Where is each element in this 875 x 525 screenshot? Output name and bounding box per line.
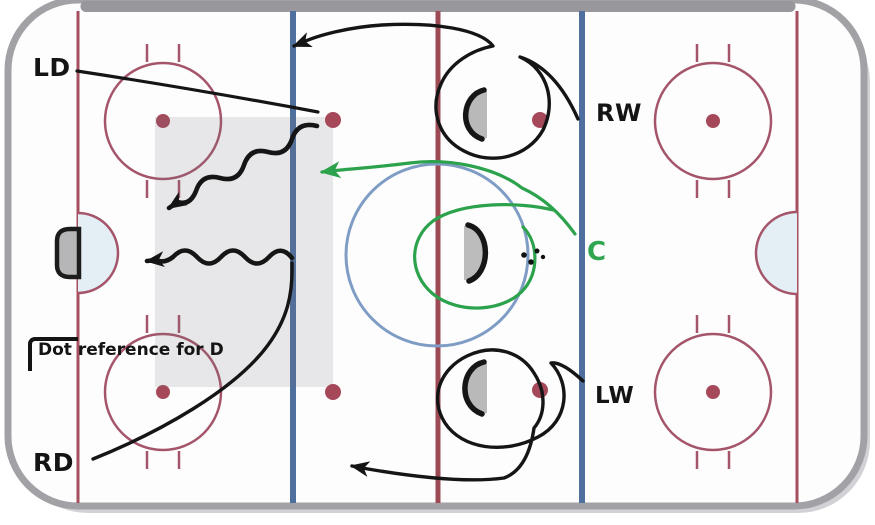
label-right-defense: RD — [33, 448, 75, 477]
practice-net-center — [464, 222, 489, 284]
rw-route — [292, 22, 580, 160]
practice-nets — [462, 87, 489, 417]
puck-dots — [521, 248, 546, 265]
c-route-line — [319, 160, 577, 236]
green-routes — [319, 160, 577, 310]
rd-skate-curve — [91, 261, 294, 461]
practice-net-top — [463, 87, 487, 142]
label-center: C — [587, 237, 607, 267]
faceoff-circle-bottom-right — [653, 315, 773, 469]
goal-net-left — [54, 226, 82, 280]
label-left-defense: LD — [33, 53, 71, 82]
faceoff-circle-top-right — [653, 44, 773, 198]
center-ice-circle — [344, 162, 530, 348]
lw-route — [350, 348, 585, 482]
faceoff-circle-top-left — [103, 44, 223, 198]
goal-crease-right — [754, 210, 798, 296]
neutral-dot-top-left — [325, 112, 341, 128]
annotation-bracket — [28, 337, 78, 371]
black-routes — [75, 22, 585, 482]
neutral-dot-bottom-left — [325, 384, 341, 400]
c-route-loop — [413, 203, 555, 310]
ld-puck-carry-squiggle — [166, 122, 320, 211]
ld-skate-line — [75, 69, 320, 114]
annotation-text: Dot reference for D — [38, 340, 224, 360]
d-puck-carry-squiggle — [144, 248, 295, 267]
goal-crease-left — [77, 211, 120, 295]
label-right-wing: RW — [596, 99, 642, 127]
practice-net-bottom — [462, 359, 487, 417]
label-left-wing: LW — [595, 383, 635, 409]
neutral-zone-dots — [325, 112, 548, 400]
